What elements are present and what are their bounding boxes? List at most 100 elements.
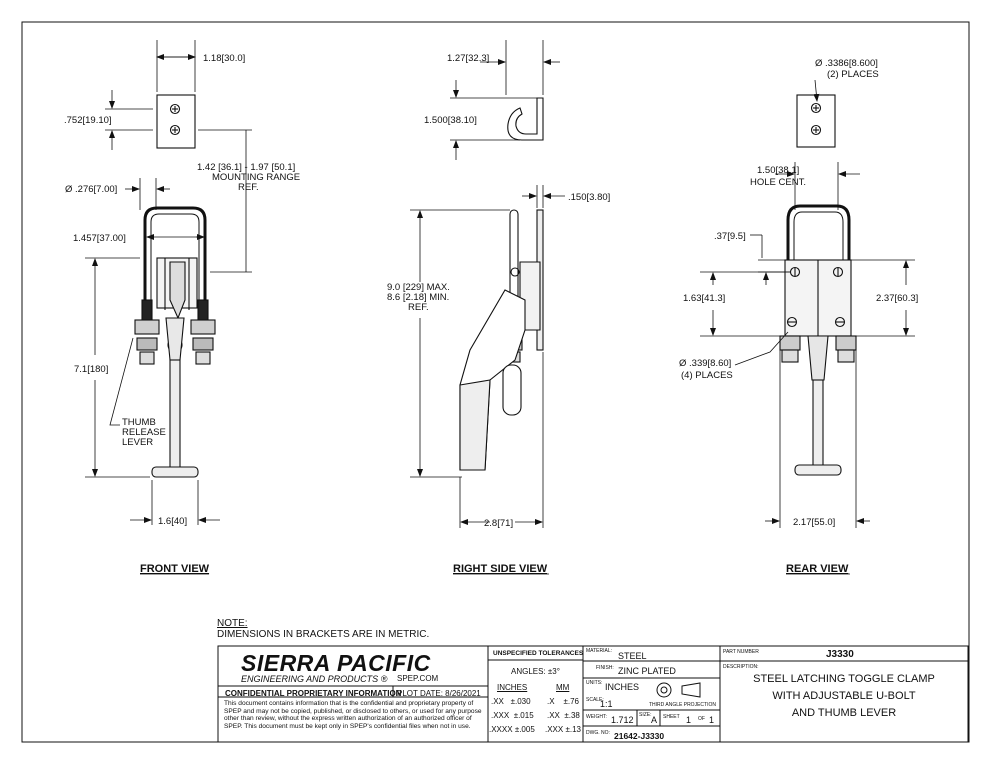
tol-mm: .XX — [547, 711, 560, 720]
title-block-grid — [217, 645, 969, 743]
dim-hook-width: 1.27 — [447, 53, 466, 64]
projection-label: THIRD ANGLE PROJECTION — [649, 702, 716, 708]
company-website: SPEP.COM — [397, 674, 439, 683]
dim-ubolt-width-mm: 37.00 — [99, 233, 123, 244]
description-line-1: STEEL LATCHING TOGGLE CLAMP — [753, 673, 935, 685]
tol-row-3: .XXXX ±.005 — [489, 725, 535, 734]
tol-row-2-mm: .XX ±.38 — [547, 711, 580, 720]
dim-length-ref: REF. — [408, 302, 429, 313]
company-subtitle-text: ENGINEERING AND PRODUCTS — [241, 674, 379, 684]
dim-hole-dia: Ø .3386 — [815, 58, 849, 69]
part-number-label: PART NUMBER — [723, 649, 759, 655]
dim-thickness: .150 — [568, 192, 587, 203]
svg-text:2.8[71]: 2.8[71] — [484, 518, 513, 529]
dim-depth-mm: 71 — [500, 518, 511, 529]
material-label: MATERIAL: — [586, 648, 613, 654]
weight-label: WEIGHT: — [586, 714, 607, 720]
tol-in: .XXXX — [489, 725, 513, 734]
dim-hook-height-mm: 38.10 — [450, 115, 474, 126]
dim-rear-width-mm: 55.0 — [814, 517, 833, 528]
tol-in-val: ±.005 — [514, 725, 535, 734]
svg-text:1.27[32.3]: 1.27[32.3] — [447, 53, 489, 64]
tol-mm: .XXX — [545, 725, 564, 734]
dim-depth: 2.8 — [484, 518, 497, 529]
dim-h2: 2.37 — [876, 293, 895, 304]
dim-hole-cent-mm: 38.1 — [778, 165, 797, 176]
inches-column-header: INCHES — [497, 683, 528, 692]
of-label: OF — [698, 716, 705, 722]
mm-column-header: MM — [556, 683, 570, 692]
dim-base-width: 1.6 — [158, 516, 171, 527]
dim-hole-spacing: .752 — [64, 115, 83, 126]
company-logo: SIERRA PACIFIC — [241, 650, 431, 676]
dim-base-hole-qty: (4) PLACES — [681, 370, 733, 381]
drawing-note: NOTE: DIMENSIONS IN BRACKETS ARE IN METR… — [217, 618, 429, 640]
dim-ubolt-dia: Ø .276 — [65, 184, 94, 195]
dim-h1: 1.63 — [683, 293, 702, 304]
label-release: RELEASE — [122, 427, 166, 438]
rear-dimensions — [700, 79, 915, 528]
dim-base-hole-dia: Ø .339 — [679, 358, 708, 369]
dim-hole-spacing-mm: 19.10 — [85, 115, 109, 126]
svg-text:1.6[40]: 1.6[40] — [158, 516, 187, 527]
tol-in: .XXX — [491, 711, 510, 720]
tol-mm: .X — [547, 697, 555, 706]
front-view — [134, 94, 216, 478]
svg-text:.37[9.5]: .37[9.5] — [714, 231, 746, 242]
dim-hole-cent: 1.50 — [757, 165, 776, 176]
tol-in: .XX — [491, 697, 504, 706]
dim-base-hole-dia-mm: 8.60 — [710, 358, 729, 369]
dim-width-top-mm: 30.0 — [224, 53, 243, 64]
dwg-label: DWG. NO: — [586, 730, 610, 736]
svg-text:1.500[38.10]: 1.500[38.10] — [424, 115, 477, 126]
svg-text:Ø .3386[8.600]: Ø .3386[8.600] — [815, 58, 878, 69]
angle-tolerance: ANGLES: ±3° — [511, 667, 560, 676]
label-lever: LEVER — [122, 437, 153, 448]
scale-value: 1:1 — [600, 699, 613, 709]
svg-text:Ø .276[7.00]: Ø .276[7.00] — [65, 184, 117, 195]
dim-ubolt-width: 1.457 — [73, 233, 97, 244]
svg-text:.150[3.80]: .150[3.80] — [568, 192, 610, 203]
dwg-number: 21642-J3330 — [614, 731, 665, 741]
dim-hole-cent-label: HOLE CENT. — [750, 177, 806, 188]
svg-text:.752[19.10]: .752[19.10] — [64, 115, 112, 126]
sheet-value: 1 — [686, 715, 692, 725]
side-dimensions — [410, 40, 565, 528]
tol-mm-val: ±.38 — [564, 711, 580, 720]
dim-offset-mm: 9.5 — [730, 231, 743, 242]
rear-dimension-labels: Ø .3386[8.600] (2) PLACES 1.50[38.1] HOL… — [679, 58, 918, 528]
tol-row-3-mm: .XXX ±.13 — [545, 725, 581, 734]
dim-width-top: 1.18 — [203, 53, 222, 64]
plot-date: PLOT DATE: 8/26/2021 — [397, 689, 481, 698]
finish-label: FINISH: — [596, 665, 614, 671]
dim-offset: .37 — [714, 231, 727, 242]
dim-hole-qty: (2) PLACES — [827, 69, 879, 80]
dim-hole-dia-mm: 8.600 — [851, 58, 875, 69]
rear-view — [779, 94, 857, 476]
front-dimensions — [85, 40, 252, 525]
svg-text:7.1[180]: 7.1[180] — [74, 364, 108, 375]
dim-thickness-mm: 3.80 — [589, 192, 608, 203]
dim-ubolt-dia-mm: 7.00 — [96, 184, 115, 195]
dim-mounting-range: 1.42 [36.1] - 1.97 [50.1] — [197, 162, 295, 173]
dim-h2-mm: 60.3 — [897, 293, 916, 304]
dim-height: 7.1 — [74, 364, 87, 375]
material-value: STEEL — [618, 651, 647, 661]
tol-mm-val: ±.13 — [565, 725, 581, 734]
svg-text:2.17[55.0]: 2.17[55.0] — [793, 517, 835, 528]
note-heading: NOTE: — [217, 618, 248, 629]
svg-text:Ø .339[8.60]: Ø .339[8.60] — [679, 358, 731, 369]
svg-text:1.63[41.3]: 1.63[41.3] — [683, 293, 725, 304]
description-label: DESCRIPTION: — [723, 664, 759, 670]
weight-value: 1.712 — [611, 715, 634, 725]
dim-base-width-mm: 40 — [174, 516, 185, 527]
finish-value: ZINC PLATED — [618, 666, 676, 676]
svg-text:2.37[60.3]: 2.37[60.3] — [876, 293, 918, 304]
dim-height-mm: 180 — [90, 364, 106, 375]
size-value: A — [651, 715, 658, 725]
sheet-total: 1 — [709, 715, 715, 725]
front-view-title: FRONT VIEW — [140, 563, 210, 575]
tol-row-1-mm: .X ±.76 — [547, 697, 579, 706]
dim-mounting-ref: REF. — [238, 182, 259, 193]
